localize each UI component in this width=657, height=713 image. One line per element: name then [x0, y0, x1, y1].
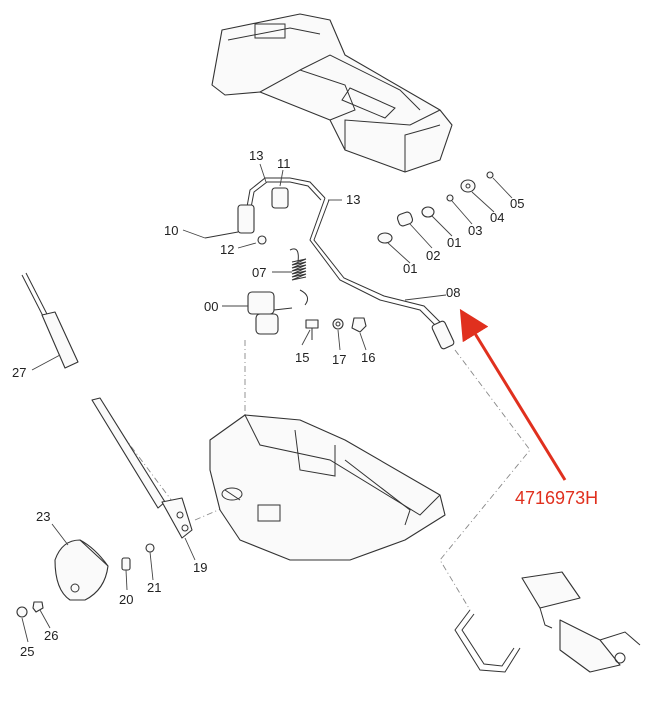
- cable-bracket-assembly: [204, 177, 455, 350]
- label-27: 27: [12, 365, 26, 380]
- label-04: 04: [490, 210, 504, 225]
- pedestal-housing: [209, 414, 446, 561]
- label-01-lower: 01: [403, 261, 417, 276]
- label-21: 21: [147, 580, 161, 595]
- label-13-right: 13: [346, 192, 360, 207]
- knob-hardware: [16, 539, 155, 618]
- spring: [289, 248, 309, 306]
- label-01-upper: 01: [447, 235, 461, 250]
- center-console: [211, 13, 453, 173]
- label-17: 17: [332, 352, 346, 367]
- label-07: 07: [252, 265, 266, 280]
- label-10: 10: [164, 223, 178, 238]
- leader-lines: [21, 163, 513, 643]
- label-00: 00: [204, 299, 218, 314]
- pedal-assembly: [454, 571, 641, 673]
- label-03: 03: [468, 223, 482, 238]
- callout-part-number: 4716973H: [515, 488, 598, 508]
- label-23: 23: [36, 509, 50, 524]
- part-number-callout: 4716973H: [459, 308, 598, 508]
- label-20: 20: [119, 592, 133, 607]
- label-26: 26: [44, 628, 58, 643]
- part-labels: 13 11 13 10 12 07 00 15 17 16 08 01 02 0…: [12, 148, 524, 659]
- label-08: 08: [446, 285, 460, 300]
- hand-lever: [21, 272, 193, 539]
- label-19: 19: [193, 560, 207, 575]
- callout-arrow: [459, 308, 567, 481]
- label-11: 11: [277, 156, 291, 171]
- label-15: 15: [295, 350, 309, 365]
- label-02: 02: [426, 248, 440, 263]
- switch-assembly: [247, 291, 293, 335]
- hardware-15-17-16: [305, 317, 367, 340]
- label-13-upper: 13: [249, 148, 263, 163]
- label-25: 25: [20, 644, 34, 659]
- label-16: 16: [361, 350, 375, 365]
- label-05: 05: [510, 196, 524, 211]
- label-12: 12: [220, 242, 234, 257]
- washers-bushings: [377, 171, 494, 244]
